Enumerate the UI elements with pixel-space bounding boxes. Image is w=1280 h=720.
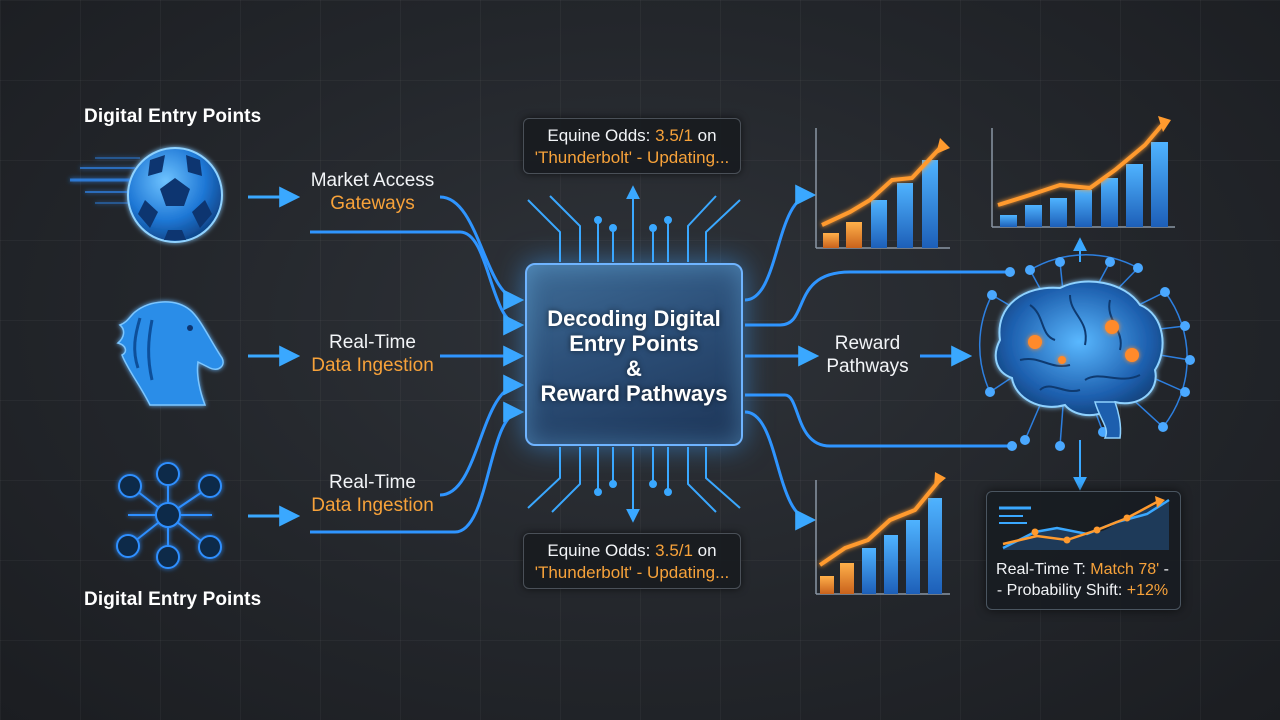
panel-probability-shift: +12% xyxy=(1126,582,1169,599)
input-label-data-ingestion-1: Real-Time Data Ingestion xyxy=(300,331,445,377)
input-label-line2: Data Ingestion xyxy=(311,355,434,376)
bar-chart-bottom-icon xyxy=(815,472,950,595)
network-icon xyxy=(116,462,222,569)
reward-label-line2: Pathways xyxy=(826,356,909,377)
input-label-data-ingestion-2: Real-Time Data Ingestion xyxy=(300,471,445,517)
input-label-line1: Market Access xyxy=(310,170,435,191)
central-hub-chip xyxy=(525,263,743,446)
panel-line2-label: - Probability Shift: xyxy=(996,582,1127,599)
odds-suffix: on xyxy=(692,126,717,145)
hub-title-line3: & xyxy=(626,356,642,381)
odds-box-top: Equine Odds: 3.5/1 on 'Thunderbolt' - Up… xyxy=(523,118,741,174)
realtime-panel xyxy=(986,491,1181,610)
bar-chart-icon xyxy=(815,128,950,249)
entry-points-title-bottom: Digital Entry Points xyxy=(84,589,262,610)
entry-points-title-top: Digital Entry Points xyxy=(84,106,262,127)
horse-head-icon xyxy=(116,301,224,406)
panel-line1-label: Real-Time T: xyxy=(996,561,1091,578)
odds-status: - Updating... xyxy=(631,563,730,582)
hub-output-wires xyxy=(744,184,1012,531)
brain-icon xyxy=(978,254,1195,491)
reward-label-line1: Reward xyxy=(834,333,901,354)
input-label-line2: Data Ingestion xyxy=(311,495,434,516)
trend-line-icon xyxy=(999,496,1170,550)
input-arrows xyxy=(248,186,301,527)
odds-box-bottom: Equine Odds: 3.5/1 on 'Thunderbolt' - Up… xyxy=(523,533,741,589)
hub-title-line1: Decoding Digital xyxy=(547,306,721,331)
odds-runner: 'Thunderbolt' xyxy=(534,148,632,167)
hub-circuit-top xyxy=(527,185,741,262)
odds-value: 3.5/1 xyxy=(655,126,693,145)
soccer-ball-icon xyxy=(70,147,223,243)
odds-value: 3.5/1 xyxy=(655,541,693,560)
reward-pathways-label: Reward Pathways xyxy=(815,332,920,378)
input-label-line2: Gateways xyxy=(330,193,415,214)
panel-match-time: Match 78' xyxy=(1090,561,1160,578)
trend-arrow-icon xyxy=(991,116,1175,262)
input-label-line1: Real-Time xyxy=(329,332,416,353)
panel-line1-suffix: - xyxy=(1159,561,1169,578)
odds-status: - Updating... xyxy=(631,148,730,167)
hub-title-line2: Entry Points xyxy=(569,331,699,356)
realtime-panel-text: Real-Time T: Match 78' - - Probability S… xyxy=(986,559,1179,601)
hub-input-wires xyxy=(310,195,525,534)
odds-runner: 'Thunderbolt' xyxy=(534,563,632,582)
odds-label: Equine Odds: xyxy=(547,126,656,145)
input-label-market-access: Market Access Gateways xyxy=(300,169,445,215)
hub-circuit-bottom xyxy=(527,447,741,523)
input-label-line1: Real-Time xyxy=(329,472,416,493)
hub-title-line4: Reward Pathways xyxy=(540,381,728,406)
odds-label: Equine Odds: xyxy=(547,541,656,560)
central-hub-title: Decoding Digital Entry Points & Reward P… xyxy=(525,306,743,406)
odds-suffix: on xyxy=(692,541,717,560)
